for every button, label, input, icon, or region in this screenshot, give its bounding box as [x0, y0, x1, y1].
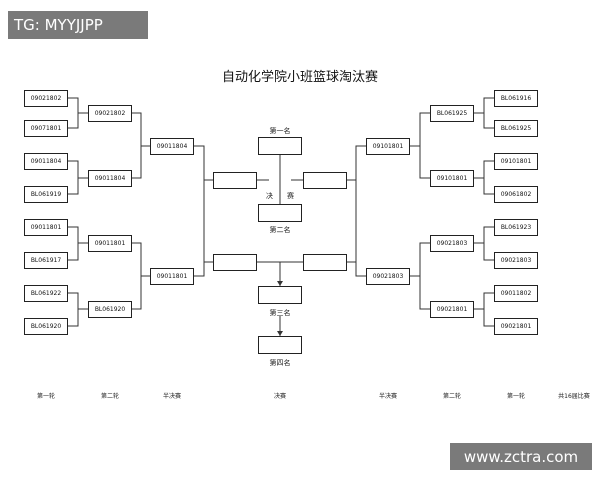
team-box-right-r2: 09021801	[430, 300, 474, 318]
connector-right-r1	[483, 160, 494, 195]
third-slot-left	[213, 254, 257, 271]
team-box-left-semi: 09011801	[150, 267, 194, 285]
third-slot-right	[303, 254, 347, 271]
fourth-place-box	[258, 336, 302, 354]
first-place-box	[258, 137, 302, 155]
team-box-left-r1: BL061919	[24, 185, 68, 203]
second-place-box	[258, 204, 302, 222]
team-box-right-r2: 09021803	[430, 234, 474, 252]
watermark-top: TG: MYYJJPP	[8, 11, 148, 39]
round-label: 半决赛	[378, 393, 397, 400]
team-box-right-r1: BL061916	[494, 89, 538, 107]
connector-right-r1	[483, 97, 494, 129]
page-title: 自动化学院小班篮球淘汰赛	[221, 70, 378, 85]
watermark-bottom: www.zctra.com	[450, 443, 592, 470]
team-box-right-r2: 09101801	[430, 169, 474, 187]
connector-left-semi	[194, 145, 205, 277]
connector-right-r2	[419, 242, 430, 310]
team-box-left-r1: 09071801	[24, 119, 68, 137]
team-box-right-r1: 09011802	[494, 284, 538, 302]
connector-left-r2	[132, 112, 142, 179]
third-place-label: 第三名	[269, 309, 291, 317]
final-slot-right	[303, 172, 347, 189]
round-label: 第一轮	[36, 393, 55, 400]
team-box-right-r2: BL061925	[430, 104, 474, 122]
team-box-left-semi: 09011804	[150, 137, 194, 155]
connector-right-semi	[355, 145, 366, 277]
team-box-right-r1: 09101801	[494, 152, 538, 170]
connector-left-r1	[68, 160, 79, 195]
team-box-left-r1: BL061922	[24, 284, 68, 302]
connector-left-r2	[132, 242, 142, 310]
second-place-label: 第二名	[269, 226, 291, 234]
connector-right-r1	[483, 226, 494, 261]
final-slot-left	[213, 172, 257, 189]
round-label: 第二轮	[100, 393, 119, 400]
team-box-right-r1: BL061925	[494, 119, 538, 137]
connector-left-r1	[68, 226, 79, 261]
arrow-head	[277, 281, 283, 286]
round-label: 半决赛	[162, 393, 181, 400]
round-label: 第一轮	[506, 393, 525, 400]
team-box-left-r2: 09021802	[88, 104, 132, 122]
final-label: 决 赛	[266, 192, 294, 200]
arrow-head	[277, 331, 283, 336]
team-box-left-r2: 09011801	[88, 234, 132, 252]
team-box-left-r1: 09021802	[24, 89, 68, 107]
team-box-right-semi: 09101801	[366, 137, 410, 155]
first-place-label: 第一名	[269, 127, 291, 135]
connector-left-r1	[68, 292, 79, 327]
connector-left-r1	[68, 97, 79, 129]
round-label: 共16届比赛	[558, 393, 590, 400]
team-box-left-r1: 09011801	[24, 218, 68, 236]
team-box-left-r1: 09011804	[24, 152, 68, 170]
round-label: 第二轮	[442, 393, 461, 400]
team-box-left-r1: BL061917	[24, 251, 68, 269]
third-place-box	[258, 286, 302, 304]
team-box-right-semi: 09021803	[366, 267, 410, 285]
connector-right-r2	[419, 112, 430, 179]
team-box-left-r1: BL061920	[24, 317, 68, 335]
team-box-right-r1: 09021803	[494, 251, 538, 269]
connector-right-r1	[483, 292, 494, 327]
team-box-right-r1: BL061923	[494, 218, 538, 236]
team-box-left-r2: BL061920	[88, 300, 132, 318]
fourth-place-label: 第四名	[269, 359, 291, 367]
team-box-left-r2: 09011804	[88, 169, 132, 187]
team-box-right-r1: 09021801	[494, 317, 538, 335]
round-label: 决赛	[273, 393, 286, 400]
team-box-right-r1: 09061802	[494, 185, 538, 203]
